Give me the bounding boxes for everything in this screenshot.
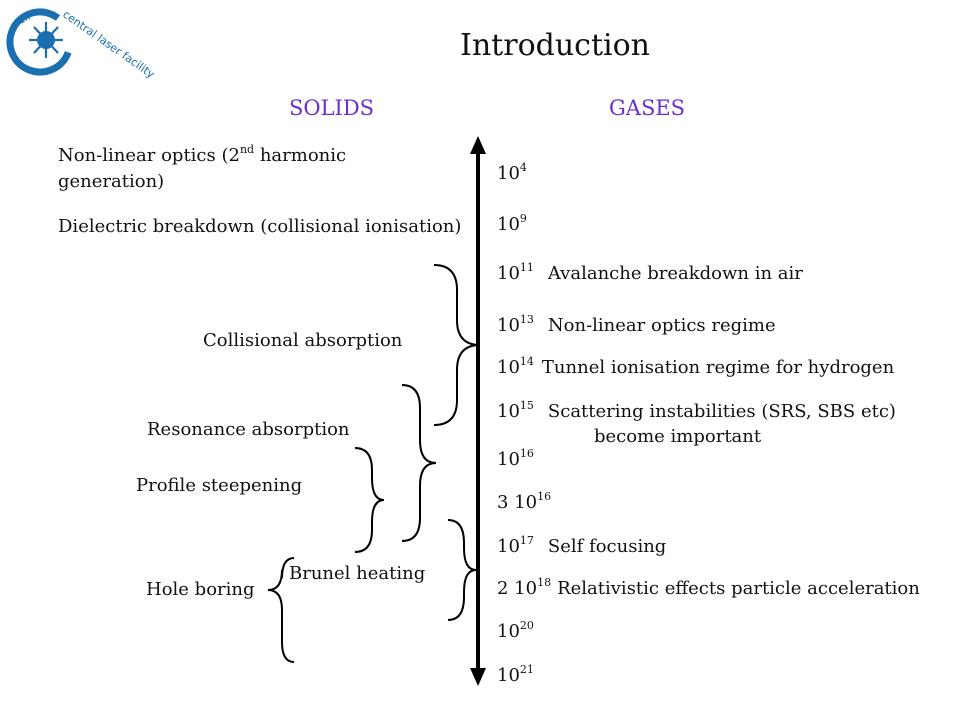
label-hole-boring: Hole boring [146, 579, 255, 600]
brace-resonance [401, 384, 437, 542]
brace-brunel [447, 519, 477, 621]
label-nonlinear-optics-line2: generation) [58, 171, 165, 192]
brace-hole-boring [267, 557, 295, 663]
logo-text: central laser facility [60, 8, 157, 81]
brace-profile [354, 447, 385, 553]
scale-row: 1020 [497, 619, 534, 642]
label-collisional-absorption: Collisional absorption [203, 330, 403, 351]
scale-row: 104 [497, 161, 527, 184]
solids-header: SOLIDS [289, 96, 375, 120]
intensity-scale-arrow [470, 136, 486, 686]
clf-logo-icon: clf central laser facility [6, 8, 157, 81]
label-profile-steepening: Profile steepening [136, 475, 303, 496]
scale-row-continuation: become important [594, 426, 762, 447]
brace-collisional [433, 264, 481, 426]
label-resonance-absorption: Resonance absorption [147, 419, 350, 440]
label-nonlinear-optics: Non-linear optics (2nd harmonic [58, 143, 347, 166]
scale-row: 3 1016 [497, 490, 552, 513]
scale-row: 1021 [497, 663, 534, 686]
page-title: Introduction [460, 28, 650, 63]
scale-row: 109 [497, 212, 527, 235]
label-brunel-heating: Brunel heating [289, 563, 426, 584]
gases-header: GASES [609, 96, 686, 120]
label-dielectric-breakdown: Dielectric breakdown (collisional ionisa… [58, 216, 462, 237]
scale-row: 1016 [497, 447, 534, 470]
